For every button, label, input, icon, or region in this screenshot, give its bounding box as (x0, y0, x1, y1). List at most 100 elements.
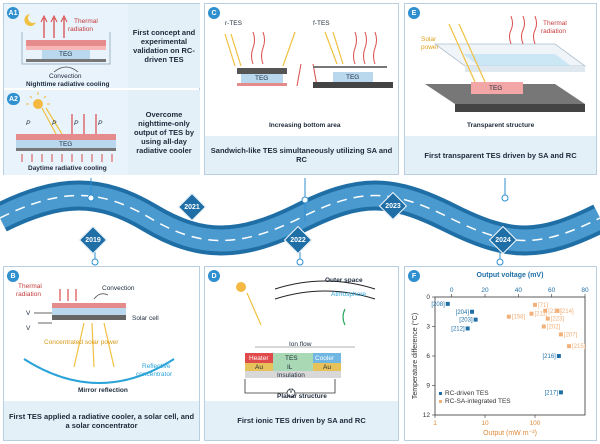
panel-d-illustration: Outer space Atmosphere Ion flow Heater T… (205, 267, 398, 401)
panel-d-tag: D (208, 270, 220, 282)
panel-e-caption: First transparent TES driven by SA and R… (405, 136, 596, 174)
panel-e-tag: E (408, 7, 420, 19)
legend-marker (439, 392, 442, 395)
c-rtes-label: r-TES (225, 20, 242, 27)
x2-tick-label: 60 (548, 287, 556, 294)
data-label: [203] (459, 318, 473, 324)
e-solar-label: Solar (421, 36, 437, 43)
data-label: [215] (572, 344, 586, 350)
x2-tick-label: 0 (450, 287, 454, 294)
b-vtc-label: V (26, 310, 31, 317)
x2-tick-label: 80 (581, 287, 589, 294)
panel-b: Thermal radiation Convection Solar cell … (3, 266, 200, 441)
a2-teg-label: TEG (59, 141, 73, 148)
panel-a1-illustration: Thermal radiation TEG Convection Nightti… (4, 4, 128, 88)
x2-tick-label: 20 (481, 287, 489, 294)
panel-a1-caption: First concept and experimental validatio… (128, 4, 200, 88)
e-power-label: power (421, 44, 439, 51)
data-point (543, 308, 548, 313)
y-tick-label: 9 (426, 383, 430, 390)
d-heater-label: Heater (249, 355, 269, 362)
year-marker-2023: 2023 (378, 191, 408, 221)
c-teg1-label: TEG (255, 75, 269, 82)
d-tes-label: TES (285, 355, 298, 362)
data-label: [208] (431, 302, 445, 308)
d-subtitle-visible: Planar structure (277, 393, 327, 400)
y-tick-label: 0 (426, 294, 430, 301)
b-concentrator-label: concentrator (136, 371, 173, 378)
a2-pabs-label: P (52, 120, 57, 127)
year-marker-2021: 2021 (177, 192, 207, 222)
panel-a1-tag: A1 (7, 7, 19, 19)
panel-a: Thermal radiation TEG Convection Nightti… (3, 3, 200, 175)
d-au2-label: Au (323, 364, 331, 371)
data-point (541, 324, 546, 329)
x-tick-label: 1 (433, 420, 437, 427)
y-tick-label: 3 (426, 324, 430, 331)
data-label: [212] (451, 326, 465, 332)
data-point (470, 309, 475, 314)
b-concentrated-label: Concentrated solar power (44, 339, 119, 346)
y-tick-label: 6 (426, 353, 430, 360)
data-point (533, 302, 537, 307)
panel-b-tag: B (7, 270, 19, 282)
d-il-label: IL (287, 364, 293, 371)
e-thermal-label: Thermal (543, 20, 567, 27)
panel-c-tag: C (208, 7, 220, 19)
data-label: [71] (538, 303, 548, 309)
legend-label: RC-SA-integrated TES (445, 398, 511, 405)
legend-label: RC-driven TES (445, 390, 489, 397)
d-cooler-label: Cooler (315, 355, 335, 362)
y-axis-title: Temperature difference (°C) (411, 313, 419, 399)
a1-convection-label: Convection (49, 73, 82, 80)
data-point (556, 354, 561, 358)
b-convection-label: Convection (102, 285, 135, 292)
data-label: [158] (512, 315, 526, 321)
panel-d: Outer space Atmosphere Ion flow Heater T… (204, 266, 399, 441)
panel-c: r-TES f-TES TEG TEG Increasing bottom ar… (204, 3, 399, 175)
y-tick-label: 12 (423, 412, 431, 419)
data-point (465, 326, 470, 331)
panel-d-caption: First ionic TES driven by SA and RC (205, 401, 398, 440)
a2-prad2-label: P (98, 120, 103, 127)
d-outer-space-label: Outer space (325, 277, 363, 284)
legend-marker (439, 400, 442, 403)
data-label: [202] (547, 325, 561, 331)
data-label: [207] (564, 332, 578, 338)
year-marker-2024: 2024 (488, 225, 518, 255)
x2-axis-title: Output voltage (mV) (477, 272, 544, 279)
d-ion-flow-label: Ion flow (289, 341, 312, 348)
data-label: [216] (542, 354, 556, 360)
data-label: [204] (456, 310, 470, 316)
data-label: [213] (548, 309, 562, 315)
d-atmosphere-label: Atmosphere (331, 291, 367, 298)
year-marker-2022: 2022 (283, 225, 313, 255)
x2-tick-label: 40 (515, 287, 523, 294)
panel-b-illustration: Thermal radiation Convection Solar cell … (4, 267, 199, 401)
d-au1-label: Au (255, 364, 263, 371)
panel-e: Solar power Thermal radiation TEG Transp… (404, 3, 597, 175)
data-label: [217] (545, 390, 559, 396)
panel-f-tag: F (408, 270, 420, 282)
panel-e-illustration: Solar power Thermal radiation TEG Transp… (405, 4, 596, 136)
c-teg2-label: TEG (346, 74, 360, 81)
b-reflective-label: Reflective (142, 363, 171, 370)
c-subtitle: Increasing bottom area (269, 122, 341, 129)
panel-a2-tag: A2 (7, 93, 20, 105)
timeline-road (0, 178, 600, 266)
a2-prad-label: P (74, 120, 79, 127)
data-point (506, 314, 511, 319)
b-radiation-label: radiation (16, 291, 41, 298)
c-ftes-label: f-TES (313, 20, 330, 27)
e-subtitle: Transparent structure (467, 122, 535, 129)
d-v-label: V (289, 389, 294, 395)
data-point (558, 332, 563, 337)
data-label: [214] (560, 309, 574, 315)
data-point (473, 317, 478, 322)
a2-subtitle: Daytime radiative cooling (28, 165, 107, 172)
x-tick-label: 100 (530, 420, 541, 427)
panel-a2-illustration: P P P P TEG Daytime radiative cooling (4, 90, 128, 175)
year-marker-2019: 2019 (78, 225, 108, 255)
